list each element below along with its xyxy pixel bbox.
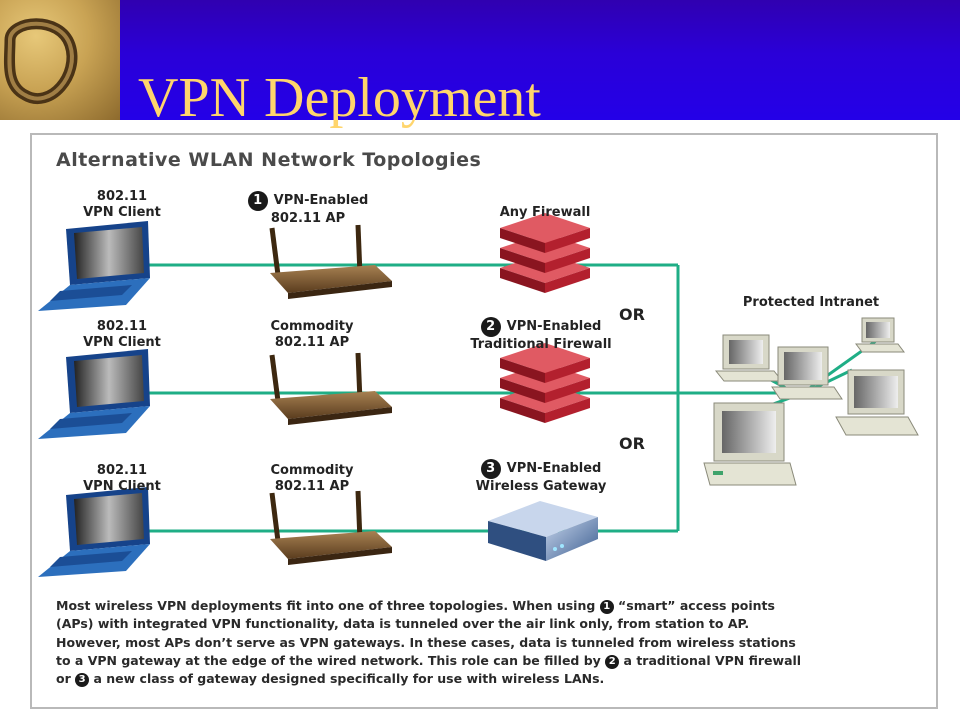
caption-line-5: or 3 a new class of gateway designed spe… [56, 671, 605, 688]
or-label-1: OR [619, 305, 645, 324]
figure-title: Alternative WLAN Network Topologies [56, 149, 482, 171]
firewall-row-1 [500, 213, 590, 293]
gw-label-row-1: Any Firewall [499, 205, 591, 220]
number-badge-3: 3 [480, 459, 501, 479]
or-label-2: OR [619, 434, 645, 453]
slide-title: VPN Deployment [138, 67, 541, 129]
figure-frame [30, 133, 938, 709]
firewall-row-2 [500, 343, 590, 423]
access-point-row-1 [269, 224, 392, 299]
laptop-row-1 [38, 221, 150, 311]
figure-caption: Most wireless VPN deployments fit into o… [56, 597, 926, 688]
number-badge-1: 1 [247, 191, 268, 211]
intranet-label: Protected Intranet [742, 295, 880, 310]
access-point-row-3 [269, 490, 392, 565]
caption-line-2: (APs) with integrated VPN functionality,… [56, 616, 750, 632]
wireless-gateway [488, 501, 598, 561]
access-point-row-2 [269, 352, 392, 425]
header-bar [0, 0, 960, 120]
number-badge-caption-3: 3 [75, 673, 90, 688]
topology-figure: Alternative WLAN Network Topologies 802.… [30, 133, 938, 709]
caption-line-3: However, most APs don’t serve as VPN gat… [56, 634, 796, 650]
intranet-pc-5 [703, 402, 797, 486]
laptop-row-2 [38, 349, 150, 439]
laptop-row-3 [38, 487, 150, 577]
caption-line-1: Most wireless VPN deployments fit into o… [56, 598, 775, 614]
number-badge-2: 2 [480, 317, 501, 337]
number-badge-caption-1: 1 [599, 600, 614, 614]
intranet-pc-3 [855, 317, 905, 353]
intranet-pc-4 [835, 369, 919, 436]
intranet-pc-2 [771, 346, 843, 400]
decorative-ring-image [0, 0, 120, 120]
caption-line-4: to a VPN gateway at the edge of the wire… [56, 652, 802, 669]
number-badge-caption-2: 2 [605, 654, 620, 669]
